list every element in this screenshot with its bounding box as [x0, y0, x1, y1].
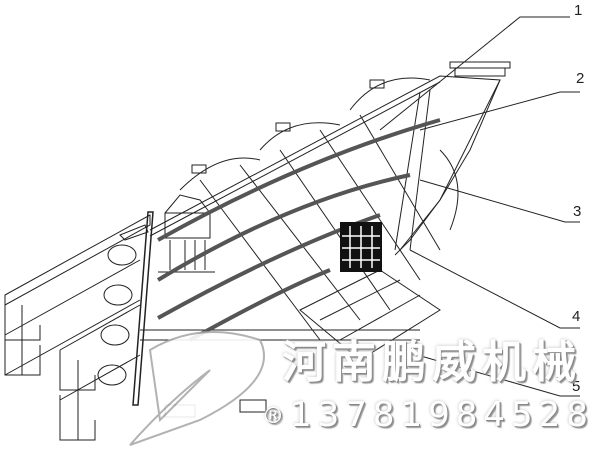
callout-3: 3	[573, 203, 582, 220]
callout-1: 1	[574, 2, 583, 19]
leader-line-4	[409, 249, 580, 329]
watermark-phone: ®13781984528	[262, 395, 594, 435]
watermark-company-name: 河南鹏威机械	[282, 337, 582, 388]
callout-5: 5	[572, 378, 581, 395]
callout-2: 2	[576, 70, 585, 87]
leader-line-5	[399, 349, 580, 397]
callout-4: 4	[572, 308, 581, 325]
pw-logo-icon	[129, 331, 265, 446]
leader-line-3	[419, 179, 580, 223]
feed-inlet-flange	[449, 61, 511, 69]
registered-mark: ®	[262, 404, 290, 429]
phone-number: 13781984528	[290, 395, 594, 435]
leader-line-1	[379, 16, 570, 131]
screen-decks	[156, 118, 441, 342]
leader-line-2	[419, 91, 580, 131]
